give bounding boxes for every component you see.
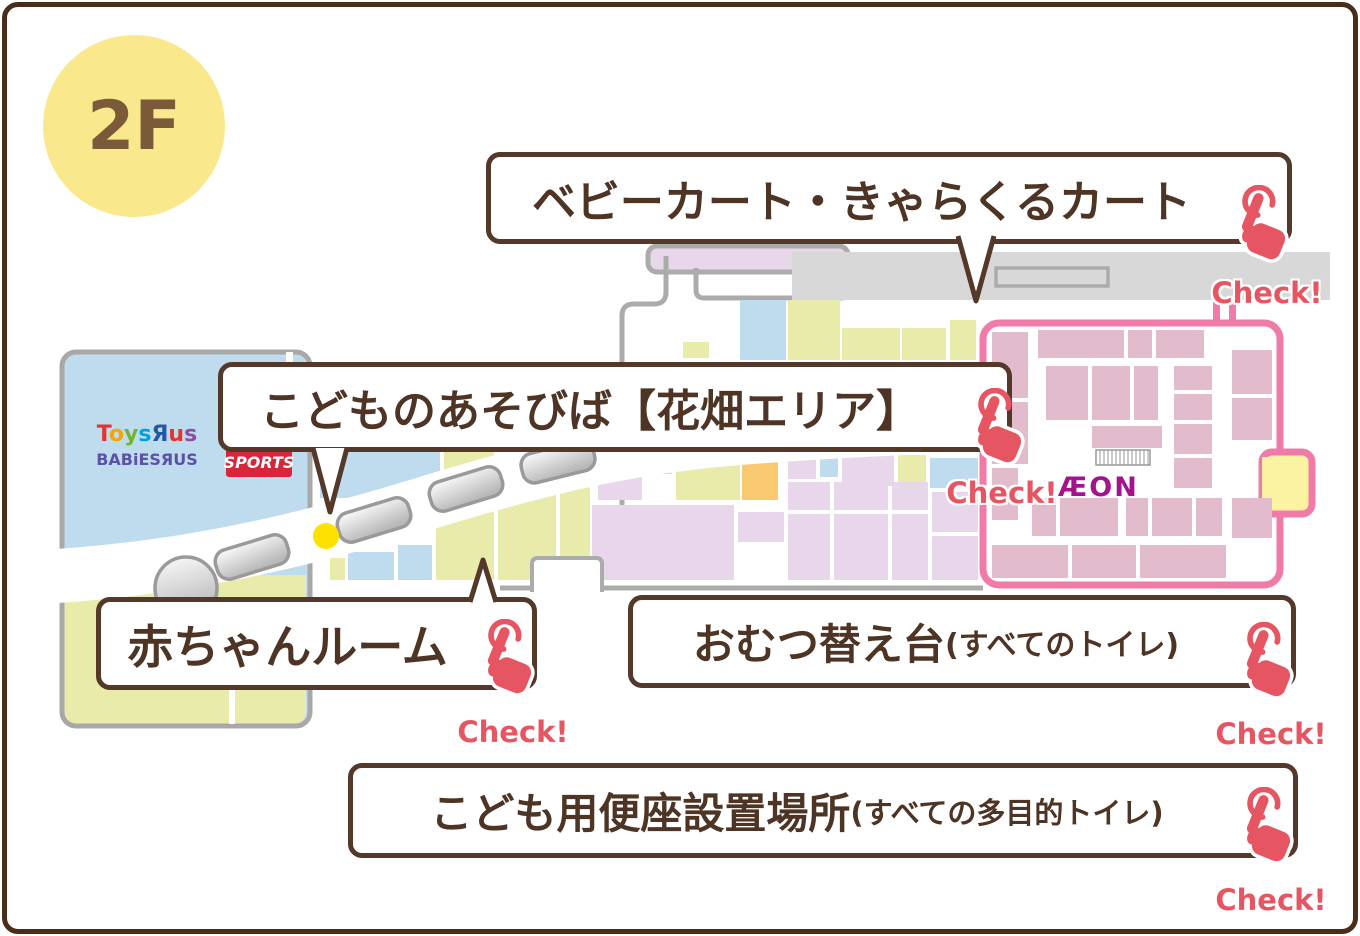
entrance-tick [1213,302,1220,326]
roof-area [792,252,1330,300]
escalator-bay [530,556,604,592]
entrance-tick [1229,302,1236,326]
babiesrus-logo: BABiESЯUS [96,450,198,469]
callout-play-area[interactable]: こどものあそびば【花畑エリア】 [218,362,1012,452]
callout-kids-toilet-seat-sub: (すべての多目的トイレ) [850,795,1164,830]
callout-baby-room-label: 赤ちゃんルーム [127,619,448,674]
sports-sign: SPORTS [224,445,295,477]
callout-kids-toilet-seat[interactable]: こども用便座設置場所(すべての多目的トイレ) [348,763,1298,858]
check-button[interactable]: Check! [1215,717,1327,751]
floor-badge: 2F [43,35,225,217]
wall-divider [229,688,235,724]
callout-baby-room[interactable]: 赤ちゃんルーム [96,597,537,690]
check-button[interactable]: Check! [1211,276,1323,310]
escalator-symbol-hatch [1099,450,1149,465]
callout-diaper-table-label: おむつ替え台 [692,620,945,669]
callout-diaper-table-sub: (すべてのトイレ) [944,627,1180,663]
escalator-island [213,533,291,581]
escalator-island [427,465,505,513]
escalator-island [335,496,413,544]
check-button[interactable]: Check! [1215,883,1327,917]
check-button[interactable]: Check! [457,715,569,749]
aeon-logo: ÆON [1058,472,1139,503]
tap-icon[interactable] [1232,185,1298,275]
callout-kids-toilet-seat-label: こども用便座設置場所 [430,789,851,838]
callout-play-area-label: こどものあそびば【花畑エリア】 [260,386,920,437]
play-area-marker [313,523,339,549]
tap-icon[interactable] [478,619,544,709]
callout-baby-cart-label: ベビーカート・きゃらくるカート [531,177,1192,228]
tap-icon[interactable] [1237,787,1303,877]
callout-diaper-table[interactable]: おむつ替え台(すべてのトイレ) [628,595,1296,688]
toysrus-logo: ToysЯus [97,422,197,447]
sports-sign-label: SPORTS [224,453,295,472]
tap-icon[interactable] [1237,622,1303,712]
tap-icon[interactable] [968,388,1034,478]
floor-label: 2F [87,86,181,166]
check-button[interactable]: Check! [946,476,1058,510]
corridor-line [619,256,669,560]
callout-baby-cart[interactable]: ベビーカート・きゃらくるカート [486,152,1292,244]
